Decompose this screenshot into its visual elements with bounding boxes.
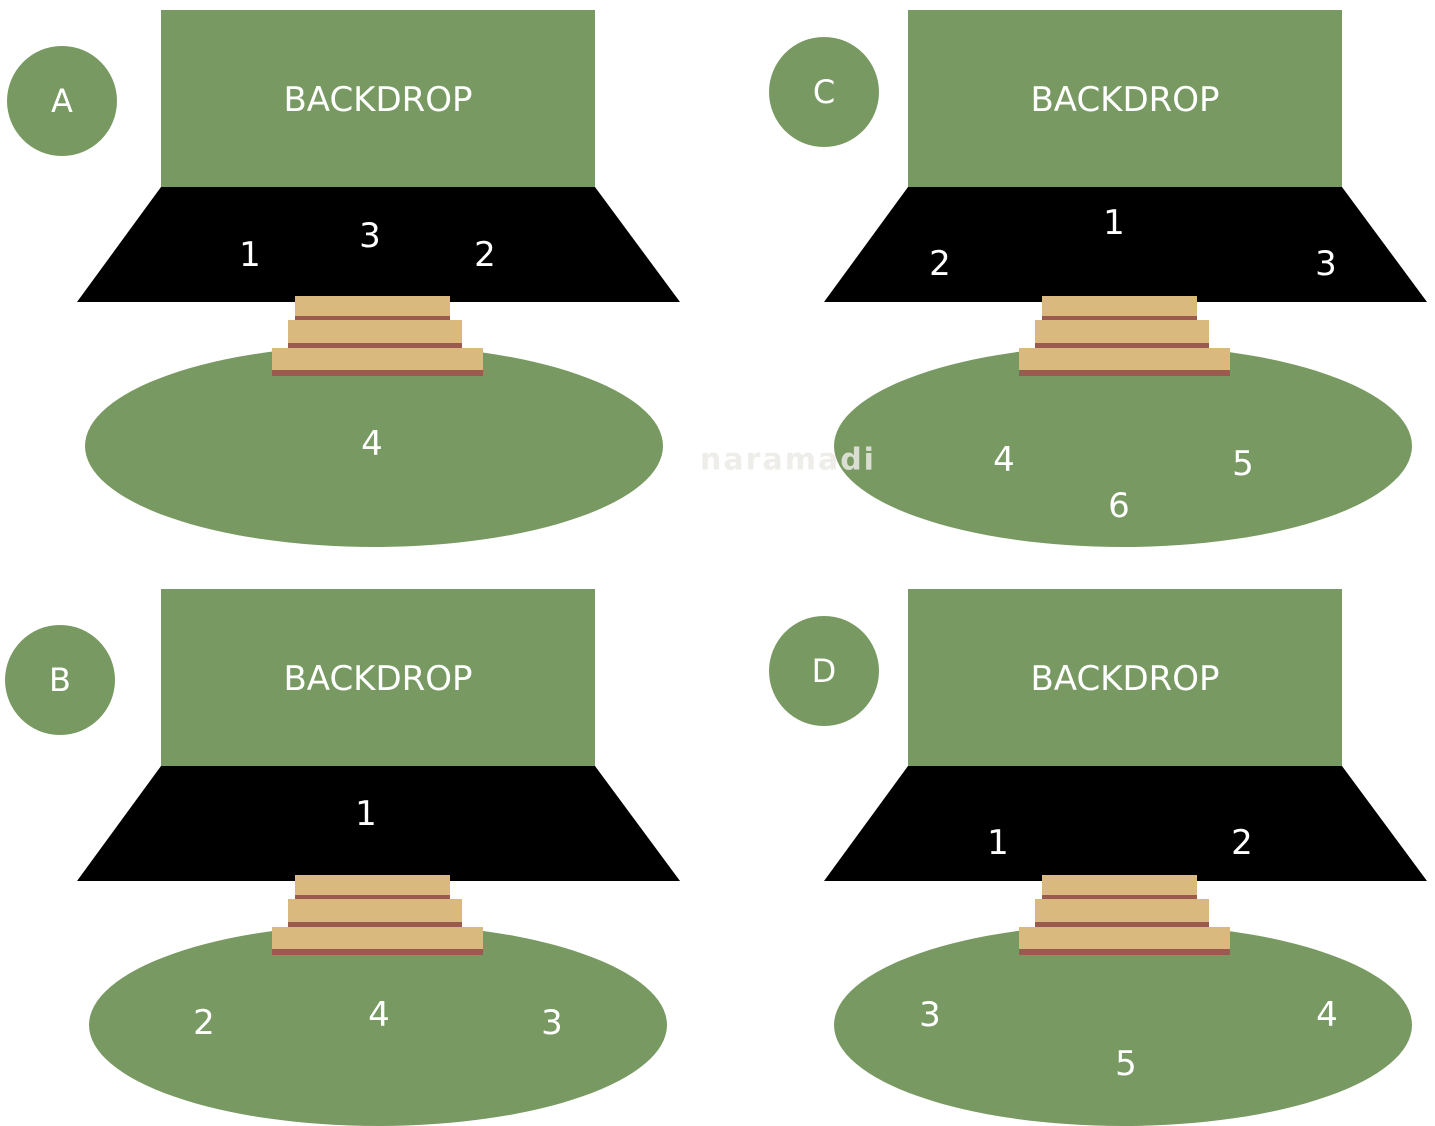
backdrop bbox=[161, 10, 595, 187]
stage-position-2: 2 bbox=[929, 244, 951, 284]
step-edge-2 bbox=[1035, 343, 1209, 349]
layout-letter-badge bbox=[5, 625, 115, 735]
floor-position-4: 4 bbox=[1316, 995, 1338, 1035]
audience-floor bbox=[834, 345, 1412, 547]
stage-platform bbox=[824, 766, 1427, 881]
layout-panel-b: BACKDROP B 1 2 4 3 bbox=[5, 589, 680, 1126]
step-edge-2 bbox=[288, 922, 462, 928]
step-edge-2 bbox=[1035, 922, 1209, 928]
floor-position-3: 3 bbox=[919, 995, 941, 1035]
step-edge-3 bbox=[272, 949, 483, 955]
step-edge-1 bbox=[295, 316, 450, 322]
step-edge-1 bbox=[1042, 316, 1197, 322]
backdrop bbox=[161, 589, 595, 766]
stage-platform bbox=[77, 187, 680, 302]
audience-floor bbox=[85, 345, 663, 547]
stage-position-2: 2 bbox=[474, 235, 496, 275]
step-edge-3 bbox=[272, 370, 483, 376]
floor-position-4: 4 bbox=[361, 424, 383, 464]
layout-letter: A bbox=[51, 82, 73, 120]
stage-position-2: 2 bbox=[1231, 823, 1253, 863]
stage-position-3: 3 bbox=[1315, 244, 1337, 284]
watermark: naramadi bbox=[700, 443, 876, 478]
backdrop bbox=[908, 589, 1342, 766]
stage-steps bbox=[272, 296, 483, 376]
backdrop-label: BACKDROP bbox=[1030, 80, 1219, 120]
backdrop-label: BACKDROP bbox=[283, 80, 472, 120]
step-edge-3 bbox=[1019, 370, 1230, 376]
layout-panel-d: BACKDROP D 1 2 3 4 5 bbox=[769, 589, 1427, 1126]
floor-position-5: 5 bbox=[1232, 444, 1254, 484]
floor-position-4: 4 bbox=[368, 995, 390, 1035]
stage-position-1: 1 bbox=[355, 794, 377, 834]
layout-letter-badge bbox=[769, 37, 879, 147]
stage-steps bbox=[1019, 296, 1230, 376]
stage-position-1: 1 bbox=[239, 235, 261, 275]
backdrop-label: BACKDROP bbox=[283, 659, 472, 699]
stage-position-1: 1 bbox=[987, 823, 1009, 863]
audience-floor bbox=[834, 924, 1412, 1126]
step-edge-2 bbox=[288, 343, 462, 349]
stage-platform bbox=[824, 187, 1427, 302]
floor-position-2: 2 bbox=[193, 1003, 215, 1043]
stage-position-1: 1 bbox=[1103, 203, 1125, 243]
backdrop bbox=[908, 10, 1342, 187]
stage-steps bbox=[272, 875, 483, 955]
step-edge-1 bbox=[295, 895, 450, 901]
layout-letter: B bbox=[49, 661, 71, 699]
layout-letter-badge bbox=[769, 616, 879, 726]
floor-position-3: 3 bbox=[541, 1003, 563, 1043]
floor-position-4: 4 bbox=[993, 440, 1015, 480]
layout-letter-badge bbox=[7, 46, 117, 156]
step-edge-3 bbox=[1019, 949, 1230, 955]
layout-letter: C bbox=[813, 73, 835, 111]
layout-letter: D bbox=[812, 652, 837, 690]
stage-steps bbox=[1019, 875, 1230, 955]
layout-panel-a: BACKDROP A 1 3 2 4 bbox=[7, 10, 680, 547]
backdrop-label: BACKDROP bbox=[1030, 659, 1219, 699]
layout-panel-c: BACKDROP C 2 1 3 4 5 6 bbox=[769, 10, 1427, 547]
floor-position-5: 5 bbox=[1115, 1044, 1137, 1084]
stage-position-3: 3 bbox=[359, 216, 381, 256]
floor-position-6: 6 bbox=[1108, 486, 1130, 526]
stage-platform bbox=[77, 766, 680, 881]
step-edge-1 bbox=[1042, 895, 1197, 901]
audience-floor bbox=[89, 924, 667, 1126]
